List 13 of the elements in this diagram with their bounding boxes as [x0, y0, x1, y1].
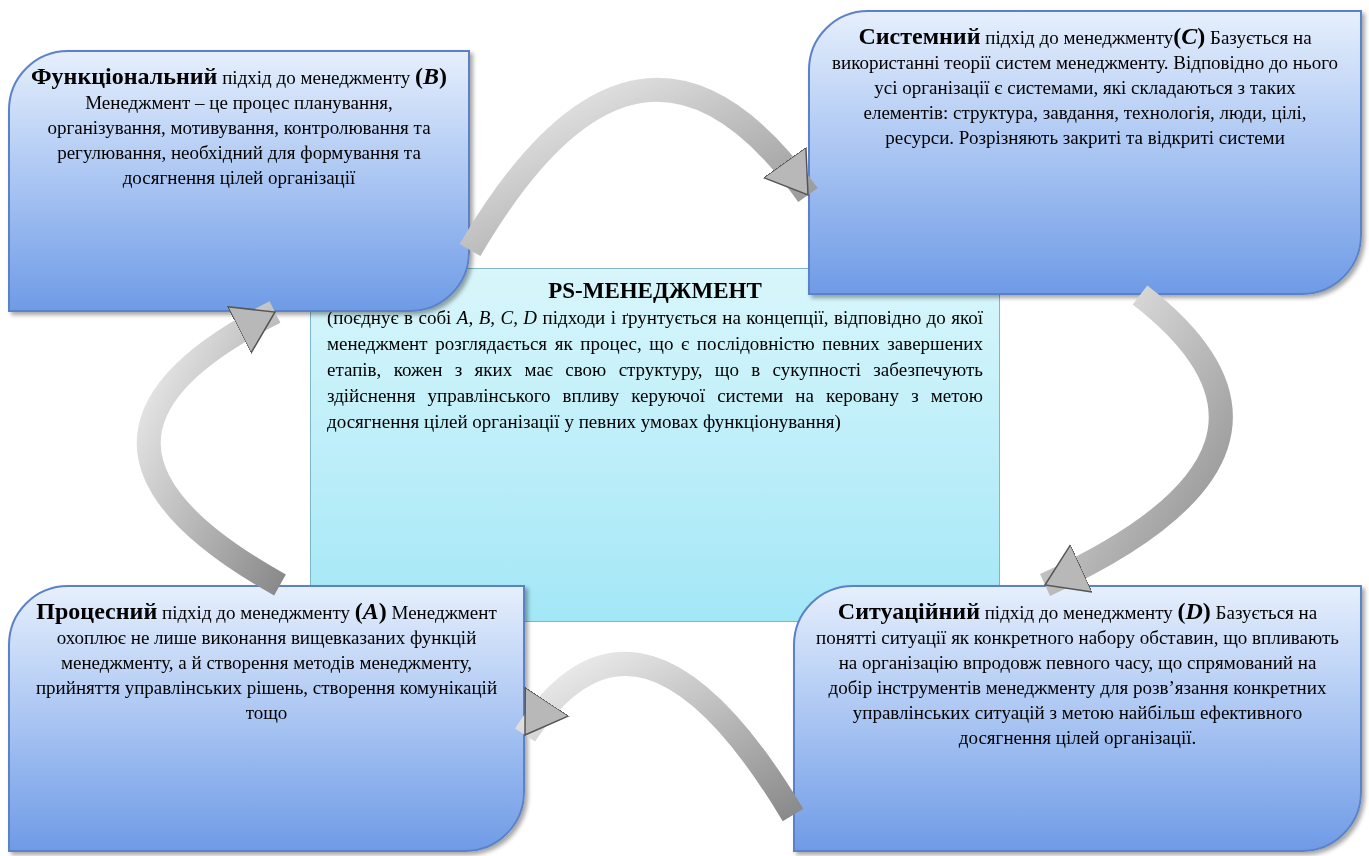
central-text: (поєднує в собі A, B, C, D підходи і ґрунтується на концепції, відповідно до якої менеджмент розглядається як процес, що є послідовністю певних завершених етапів, кожен з яких має свою структуру, що в сукупності забезпечують здійснення управлінського впливу керуючої системи на керовану з метою досягнення цілей організації у певних умовах функціонування) — [327, 306, 983, 434]
approach-text: Ситуаційний підхід до менеджменту (D) Базується на понятті ситуації як конкретного набору обставин, що впливають на організацію впродовж певного часу, що спрямований на добір інструментів менеджменту для розв’язання конкретних управлінських ситуацій з метою найбільш ефективного досягнення цілей організації. — [815, 599, 1340, 750]
approach-box — [8, 585, 525, 852]
curved-arrow — [1039, 285, 1233, 596]
curved-arrow — [137, 301, 287, 596]
approach-box — [793, 585, 1362, 852]
central-title: PS-МЕНЕДЖМЕНТ — [547, 277, 763, 305]
approach-text: Функціональний підхід до менеджменту (B) Менеджмент – це процес планування, організування, мотивування, контролювання та регулювання, необхідний для формування та досягнення цілей організації — [30, 64, 448, 190]
approach-box — [808, 10, 1362, 295]
approach-text: Процесний підхід до менеджменту (A) Менеджмент охоплює не лише виконання вищевказаних функцій менеджменту, а й створення методів менеджменту, прийняття управлінських рішень, створення комунікацій тощо — [34, 599, 499, 725]
curved-arrow — [515, 651, 804, 822]
approach-box — [8, 50, 470, 312]
approach-text: Системний підхід до менеджменту(C) Базується на використанні теорії систем менеджменту. Відповідно до нього усі організації є системами, які складаються з таких елементів: структура, завдання, технологія, люди, цілі, ресурси. Розрізняють закриті та відкриті системи — [831, 24, 1339, 150]
